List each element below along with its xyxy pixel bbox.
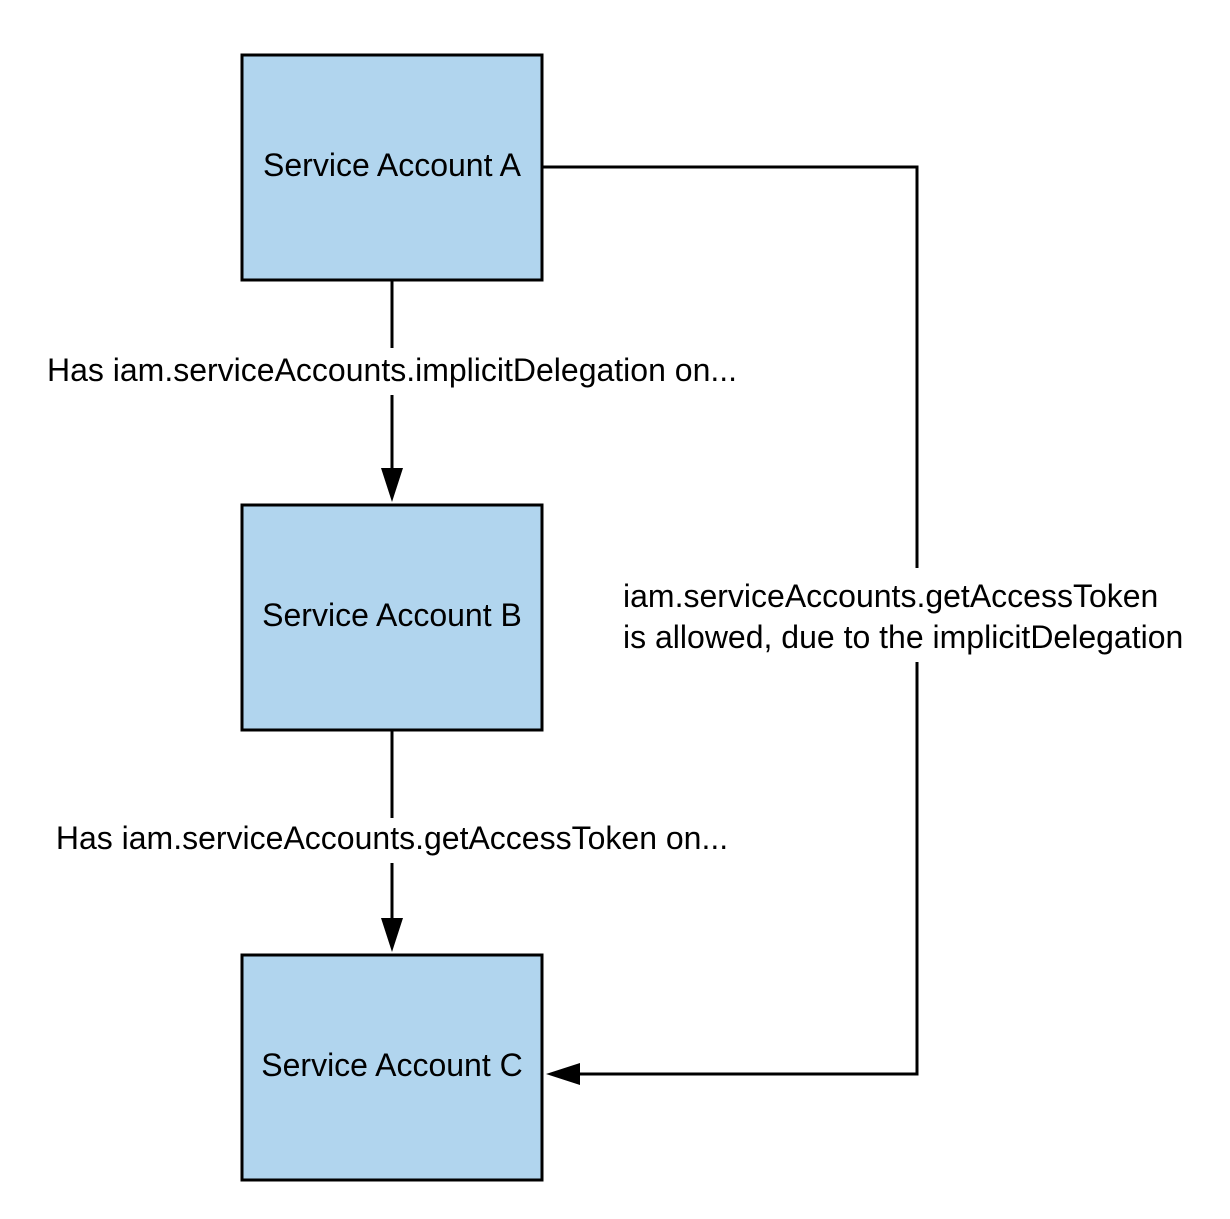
node-service-account-c: Service Account C [240,953,544,1182]
edge-a-to-b: Has iam.serviceAccounts.implicitDelegati… [47,280,737,502]
edge-a-to-b-arrowhead [381,468,403,502]
edge-a-to-c-line-top [542,165,919,568]
node-service-account-a: Service Account A [240,53,544,282]
edge-a-to-c-label-line2: is allowed, due to the implicitDelegatio… [623,619,1183,655]
edge-a-to-b-label: Has iam.serviceAccounts.implicitDelegati… [47,352,737,388]
node-a-box [240,53,544,282]
edge-b-to-c-label: Has iam.serviceAccounts.getAccessToken o… [56,820,728,856]
edge-b-to-c: Has iam.serviceAccounts.getAccessToken o… [56,730,728,952]
node-c-label: Service Account C [261,1047,522,1083]
edge-a-to-c-arrowhead [546,1063,580,1085]
node-c-box [240,953,544,1182]
edge-a-to-c-label-line1: iam.serviceAccounts.getAccessToken [623,578,1158,614]
edge-a-to-c-line-bottom [580,662,919,1076]
node-b-box [240,503,544,732]
edge-a-to-c: iam.serviceAccounts.getAccessToken is al… [542,165,1183,1085]
node-service-account-b: Service Account B [240,503,544,732]
edge-b-to-c-arrowhead [381,918,403,952]
node-a-label: Service Account A [263,147,522,183]
node-b-label: Service Account B [262,597,522,633]
